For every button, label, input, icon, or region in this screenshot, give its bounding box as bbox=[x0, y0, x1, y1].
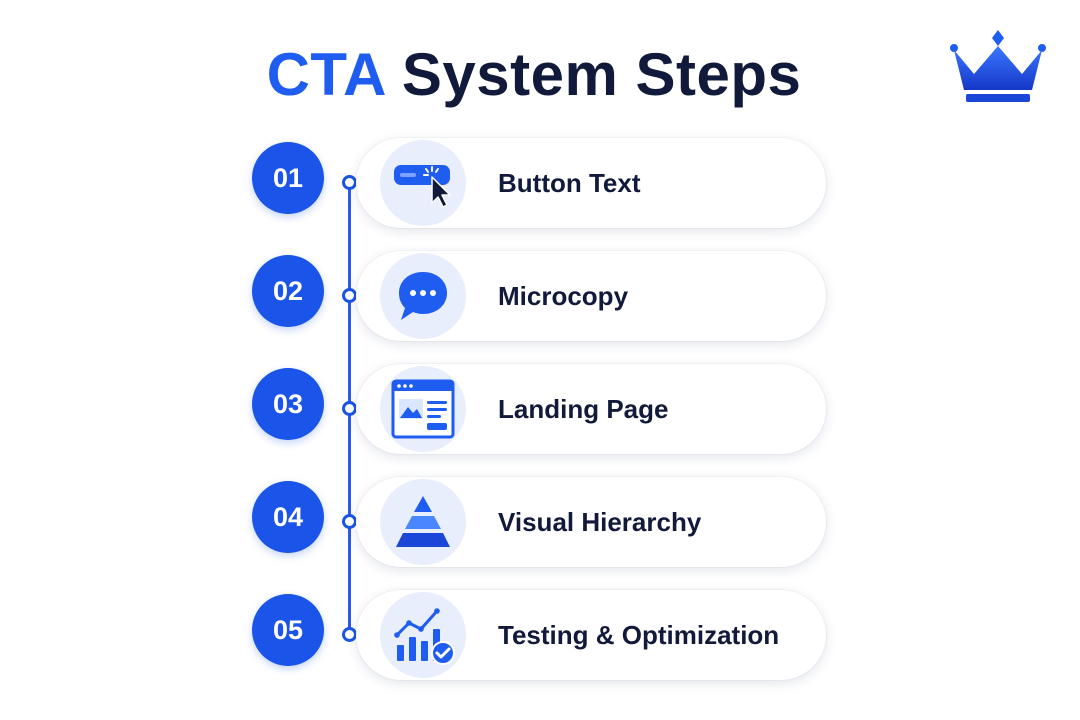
timeline-dot bbox=[342, 175, 357, 190]
timeline-dot bbox=[342, 401, 357, 416]
step-card-visual-hierarchy[interactable]: Visual Hierarchy bbox=[356, 477, 826, 567]
step-card-testing-optimization[interactable]: Testing & Optimization bbox=[356, 590, 826, 680]
icon-circle bbox=[380, 140, 466, 226]
timeline-dot bbox=[342, 514, 357, 529]
button-cursor-icon bbox=[394, 165, 451, 208]
chat-bubble-icon bbox=[399, 272, 447, 320]
icon-circle bbox=[380, 479, 466, 565]
title-rest: System Steps bbox=[401, 41, 802, 108]
chart-check-icon bbox=[394, 608, 455, 665]
timeline-dot bbox=[342, 627, 357, 642]
timeline-dot bbox=[342, 288, 357, 303]
step-number-badge: 04 bbox=[252, 481, 324, 553]
step-label: Testing & Optimization bbox=[498, 619, 780, 650]
step-card-landing-page[interactable]: Landing Page bbox=[356, 364, 826, 454]
step-label: Button Text bbox=[498, 167, 641, 198]
step-number-badge: 01 bbox=[252, 142, 324, 214]
step-label: Visual Hierarchy bbox=[498, 506, 702, 537]
crown-icon bbox=[950, 30, 1046, 102]
step-label: Landing Page bbox=[498, 393, 669, 424]
icon-circle bbox=[380, 366, 466, 452]
icon-circle bbox=[380, 592, 466, 678]
landing-page-icon bbox=[391, 379, 455, 439]
icon-circle bbox=[380, 253, 466, 339]
step-number-badge: 03 bbox=[252, 368, 324, 440]
step-number-badge: 05 bbox=[252, 594, 324, 666]
pyramid-icon bbox=[396, 496, 450, 547]
title-accent: CTA bbox=[266, 41, 385, 108]
step-number-badge: 02 bbox=[252, 255, 324, 327]
step-label: Microcopy bbox=[498, 280, 629, 311]
step-card-button-text[interactable]: Button Text bbox=[356, 138, 826, 228]
step-card-microcopy[interactable]: Microcopy bbox=[356, 251, 826, 341]
page-title: CTA System Steps bbox=[0, 40, 1068, 109]
